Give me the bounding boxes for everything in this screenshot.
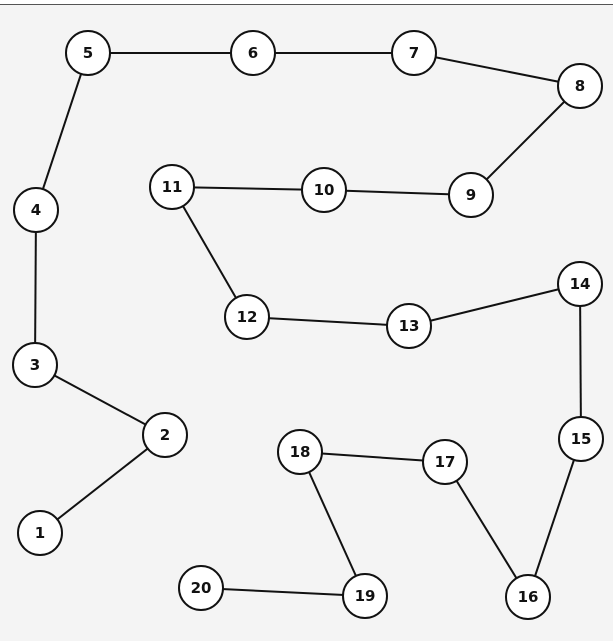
node-label-1: 1 bbox=[35, 524, 45, 542]
edge-2-3 bbox=[34, 364, 166, 436]
edge-7-8 bbox=[413, 52, 581, 87]
edge-17-18 bbox=[299, 451, 446, 463]
node-9: 9 bbox=[448, 172, 494, 218]
node-circle-13 bbox=[386, 303, 432, 349]
node-label-15: 15 bbox=[571, 430, 592, 448]
node-label-17: 17 bbox=[435, 453, 456, 471]
node-14: 14 bbox=[557, 261, 603, 307]
node-label-18: 18 bbox=[290, 443, 311, 461]
node-circle-14 bbox=[557, 261, 603, 307]
node-circle-10 bbox=[301, 167, 347, 213]
node-label-6: 6 bbox=[248, 44, 258, 62]
node-8: 8 bbox=[557, 63, 603, 109]
node-12: 12 bbox=[224, 294, 270, 340]
edge-10-11 bbox=[171, 186, 325, 191]
edge-9-10 bbox=[323, 189, 472, 196]
node-label-2: 2 bbox=[160, 426, 170, 444]
node-circle-6 bbox=[230, 30, 276, 76]
node-circle-17 bbox=[422, 439, 468, 485]
node-1: 1 bbox=[17, 510, 63, 556]
node-6: 6 bbox=[230, 30, 276, 76]
node-circle-19 bbox=[342, 573, 388, 619]
node-label-8: 8 bbox=[575, 77, 585, 95]
node-label-7: 7 bbox=[409, 44, 419, 62]
node-16: 16 bbox=[505, 574, 551, 620]
node-circle-16 bbox=[505, 574, 551, 620]
node-circle-18 bbox=[277, 429, 323, 475]
edge-16-17 bbox=[444, 461, 529, 598]
edge-14-15 bbox=[579, 283, 582, 440]
node-20: 20 bbox=[178, 565, 224, 611]
node-circle-20 bbox=[178, 565, 224, 611]
node-circle-12 bbox=[224, 294, 270, 340]
node-label-10: 10 bbox=[314, 181, 335, 199]
node-circle-2 bbox=[142, 412, 188, 458]
node-3: 3 bbox=[12, 342, 58, 388]
edges-layer bbox=[34, 52, 582, 598]
edge-11-12 bbox=[171, 186, 248, 318]
node-4: 4 bbox=[13, 187, 59, 233]
node-label-4: 4 bbox=[31, 201, 41, 219]
node-label-5: 5 bbox=[83, 44, 93, 62]
node-label-13: 13 bbox=[399, 317, 420, 335]
node-11: 11 bbox=[149, 164, 195, 210]
node-label-3: 3 bbox=[30, 356, 40, 374]
node-10: 10 bbox=[301, 167, 347, 213]
top-divider bbox=[0, 0, 613, 5]
node-circle-3 bbox=[12, 342, 58, 388]
edge-4-5 bbox=[35, 52, 89, 211]
node-7: 7 bbox=[391, 30, 437, 76]
node-17: 17 bbox=[422, 439, 468, 485]
edge-1-2 bbox=[39, 434, 166, 534]
node-circle-9 bbox=[448, 172, 494, 218]
edge-12-13 bbox=[246, 316, 410, 327]
node-15: 15 bbox=[558, 416, 604, 462]
edge-18-19 bbox=[299, 451, 366, 597]
node-label-19: 19 bbox=[355, 587, 376, 605]
edge-8-9 bbox=[470, 85, 581, 196]
node-label-9: 9 bbox=[466, 186, 476, 204]
node-label-16: 16 bbox=[518, 588, 539, 606]
node-label-14: 14 bbox=[570, 275, 591, 293]
node-circle-4 bbox=[13, 187, 59, 233]
node-5: 5 bbox=[65, 30, 111, 76]
node-circle-7 bbox=[391, 30, 437, 76]
node-2: 2 bbox=[142, 412, 188, 458]
node-label-11: 11 bbox=[162, 178, 183, 196]
node-circle-15 bbox=[558, 416, 604, 462]
edge-15-16 bbox=[527, 438, 582, 598]
edge-3-4 bbox=[34, 209, 37, 366]
node-label-20: 20 bbox=[191, 579, 212, 597]
node-13: 13 bbox=[386, 303, 432, 349]
node-circle-1 bbox=[17, 510, 63, 556]
edge-19-20 bbox=[200, 587, 366, 597]
edge-13-14 bbox=[408, 283, 581, 327]
node-circle-8 bbox=[557, 63, 603, 109]
node-circle-11 bbox=[149, 164, 195, 210]
node-circle-5 bbox=[65, 30, 111, 76]
node-19: 19 bbox=[342, 573, 388, 619]
node-label-12: 12 bbox=[237, 308, 258, 326]
node-18: 18 bbox=[277, 429, 323, 475]
